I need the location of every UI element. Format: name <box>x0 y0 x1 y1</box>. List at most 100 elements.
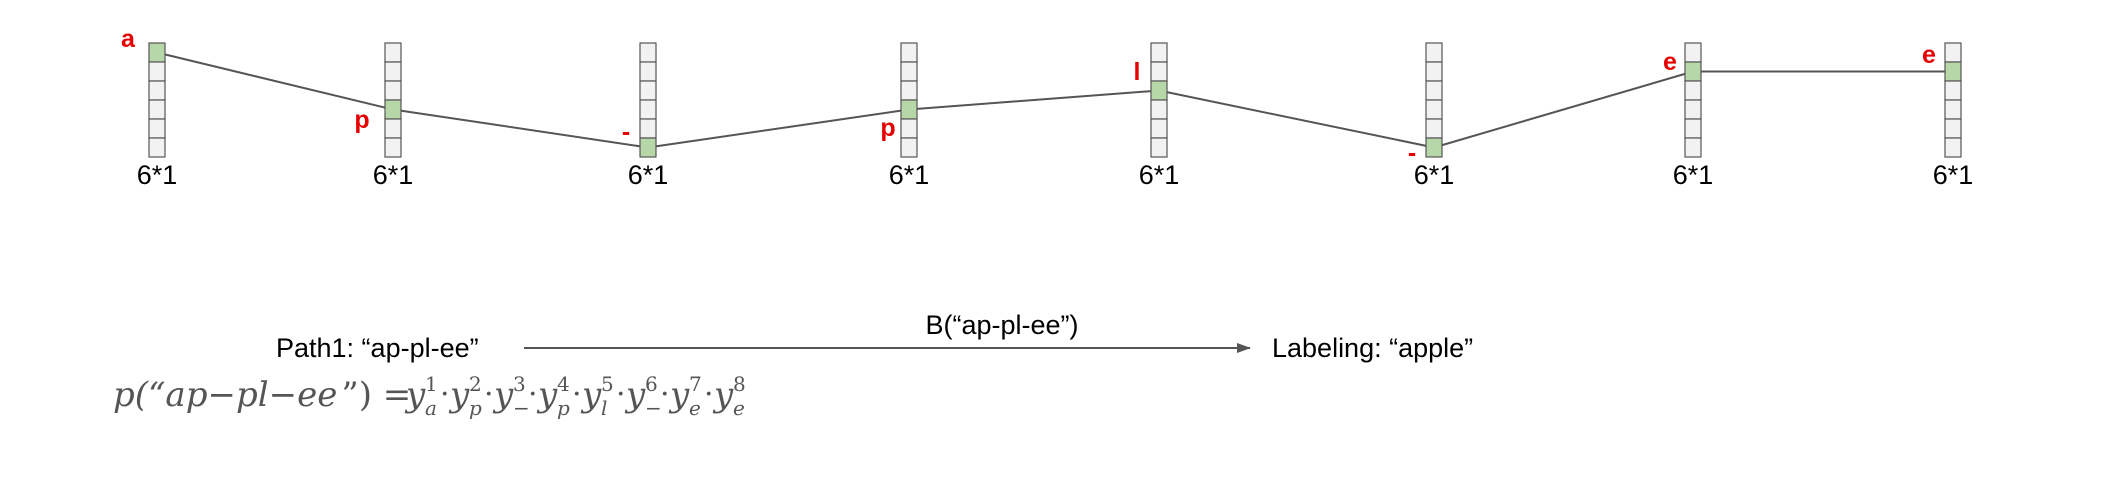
column-cell <box>1684 137 1702 158</box>
column-cell <box>639 99 657 120</box>
path-segment <box>1433 70 1694 149</box>
column-cell <box>900 61 918 82</box>
output-column: 6*1e <box>1663 42 1713 190</box>
selected-cell <box>900 99 918 120</box>
selected-cell <box>1684 61 1702 82</box>
formula-y: y <box>624 375 646 415</box>
output-column: 6*1 a <box>121 25 177 190</box>
path-segment <box>908 89 1160 111</box>
labeling-text: Labeling: “apple” <box>1272 333 1473 363</box>
formula-y: y <box>712 375 734 415</box>
column-cell <box>1425 42 1443 63</box>
formula-y: y <box>448 375 470 415</box>
column-cell <box>1150 118 1168 139</box>
column-size-label: 6*1 <box>889 160 930 190</box>
column-cell <box>900 42 918 63</box>
column-char-label: p <box>880 114 895 142</box>
column-cell <box>1150 61 1168 82</box>
formula-y: y <box>668 375 690 415</box>
formula-dot: · <box>704 377 714 412</box>
column-cell <box>384 80 402 101</box>
column-cell <box>1425 118 1443 139</box>
formula-sup: 4 <box>557 372 570 396</box>
column-cell <box>1684 80 1702 101</box>
column-cell <box>1425 99 1443 120</box>
column-cell <box>639 118 657 139</box>
path-segment <box>647 108 910 149</box>
path-segment <box>1158 89 1435 149</box>
column-char-label: e <box>1922 41 1936 69</box>
column-cell <box>639 80 657 101</box>
column-cell <box>148 137 166 158</box>
formula-lhs: p(“ap−pl−ee”) = <box>113 375 411 415</box>
selected-cell <box>1944 61 1962 82</box>
column-size-label: 6*1 <box>1139 160 1180 190</box>
formula-sub: p <box>557 396 570 420</box>
column-cell <box>639 61 657 82</box>
column-char-label: p <box>354 106 369 134</box>
formula-sup: 6 <box>645 372 658 396</box>
formula-sub: p <box>469 396 482 420</box>
formula-sup: 5 <box>601 372 614 396</box>
column-char-label: l <box>1134 58 1141 86</box>
selected-cell <box>1425 137 1443 158</box>
formula-sup: 7 <box>689 372 702 396</box>
column-cell <box>1150 137 1168 158</box>
formula-y: y <box>492 375 514 415</box>
column-cell <box>900 137 918 158</box>
formula-sub: a <box>425 396 437 420</box>
formula-sub: − <box>645 396 662 420</box>
output-column: 6*1 e <box>1922 41 1973 190</box>
column-char-label: - <box>1408 139 1416 167</box>
formula-sub: l <box>601 396 607 420</box>
formula-y: y <box>536 375 558 415</box>
column-cell <box>384 137 402 158</box>
column-cell <box>1684 42 1702 63</box>
column-cell <box>148 61 166 82</box>
column-char-label: a <box>121 25 136 53</box>
column-cell <box>1944 137 1962 158</box>
output-column: 6*1 p <box>880 42 930 190</box>
path-segment <box>392 108 649 149</box>
output-columns: 6*1a6*1p6*1-6*1p6*1l6*1-6*1e6*1e <box>121 25 1973 190</box>
formula-dot: · <box>440 377 450 412</box>
formula-sup: 3 <box>513 372 526 396</box>
formula-sup: 8 <box>733 372 746 396</box>
formula-sup: 2 <box>469 372 482 396</box>
column-size-label: 6*1 <box>373 160 414 190</box>
selected-cell <box>384 99 402 120</box>
column-size-label: 6*1 <box>1933 160 1974 190</box>
column-cell <box>148 80 166 101</box>
formula-lhs-suffix: ”) = <box>341 375 411 415</box>
column-cell <box>1684 118 1702 139</box>
column-char-label: e <box>1663 48 1677 76</box>
formula-y: y <box>404 375 426 415</box>
output-column: 6*1p <box>354 42 414 190</box>
column-cell <box>384 61 402 82</box>
column-cell <box>1150 42 1168 63</box>
column-size-label: 6*1 <box>137 160 178 190</box>
formula-lhs-path: ap−pl−ee <box>165 375 337 415</box>
path-segment <box>156 51 394 111</box>
selected-cell <box>1150 80 1168 101</box>
formula-dot: · <box>484 377 494 412</box>
column-cell <box>900 118 918 139</box>
column-cell <box>1944 80 1962 101</box>
column-cell <box>1684 99 1702 120</box>
column-cell <box>1944 42 1962 63</box>
formula-sup: 1 <box>425 372 438 396</box>
formula-dot: · <box>528 377 538 412</box>
column-cell <box>1425 61 1443 82</box>
output-column: 6*1 l <box>1134 42 1180 190</box>
